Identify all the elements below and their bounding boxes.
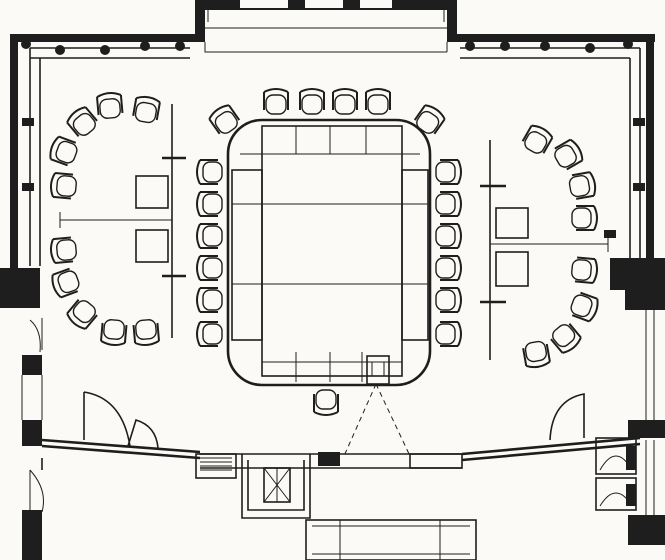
- right-windows: [645, 310, 655, 515]
- projection-beam: [343, 383, 411, 457]
- chair: [365, 88, 391, 115]
- chair: [196, 321, 223, 347]
- right-cabinets: [595, 437, 637, 511]
- chair: [49, 172, 77, 200]
- chair: [413, 104, 446, 135]
- chair: [570, 291, 599, 323]
- chair: [299, 88, 325, 115]
- chair: [313, 389, 339, 416]
- chair: [132, 95, 161, 124]
- chair: [550, 323, 582, 354]
- chair: [554, 138, 584, 171]
- wall-studs: [21, 39, 645, 238]
- left-doors: [21, 318, 44, 513]
- chair: [435, 159, 462, 185]
- chair: [263, 88, 289, 115]
- chair: [571, 256, 599, 284]
- partition-wall: [41, 436, 641, 479]
- chair: [522, 340, 551, 369]
- chair: [435, 287, 462, 313]
- chair: [132, 319, 160, 347]
- chair: [49, 135, 78, 167]
- chair: [196, 191, 223, 217]
- chair: [332, 88, 358, 115]
- chair: [100, 319, 128, 347]
- right-u-table: [480, 140, 609, 360]
- chair: [196, 159, 223, 185]
- chair: [208, 104, 241, 135]
- chair: [196, 255, 223, 281]
- chair: [435, 223, 462, 249]
- left-u-table: [59, 104, 186, 338]
- chair: [521, 124, 554, 154]
- chair: [571, 205, 598, 231]
- chairs: [49, 88, 599, 416]
- chair: [96, 91, 124, 119]
- chair: [49, 236, 77, 264]
- chair: [435, 191, 462, 217]
- chair: [435, 255, 462, 281]
- window-lines: [29, 10, 641, 266]
- chair: [196, 287, 223, 313]
- partition-doors: [83, 391, 585, 449]
- chair: [66, 299, 98, 330]
- chair: [568, 171, 597, 200]
- chair: [435, 321, 462, 347]
- projection-booth: [241, 454, 477, 560]
- chair: [66, 106, 98, 137]
- chair: [196, 223, 223, 249]
- conference-table: [226, 118, 432, 387]
- chair: [51, 267, 80, 299]
